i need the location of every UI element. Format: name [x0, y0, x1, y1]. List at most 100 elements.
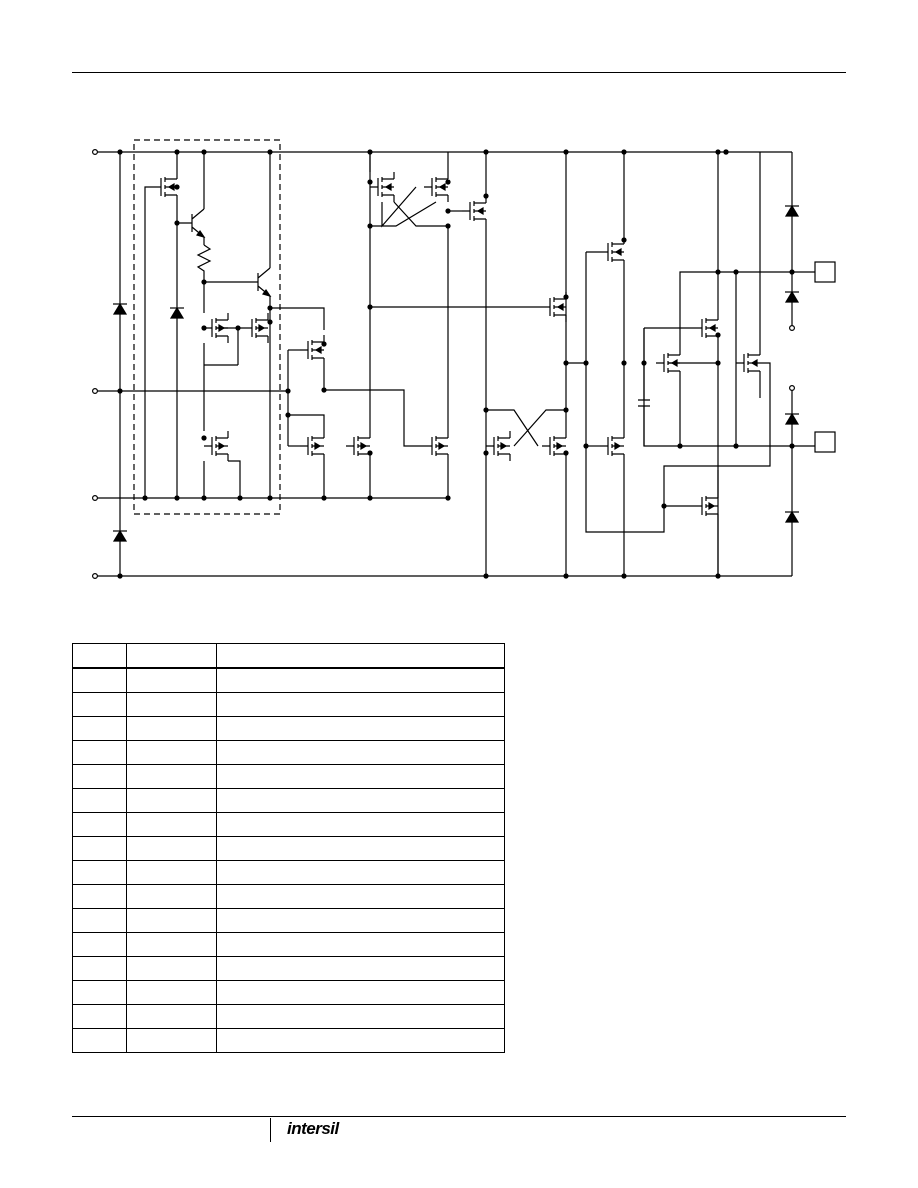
junction-dot — [715, 332, 721, 338]
junction-dot — [583, 443, 589, 449]
table-cell — [126, 716, 217, 741]
table-cell — [216, 1028, 505, 1053]
table-cell — [216, 667, 505, 693]
junction-dot — [267, 319, 273, 325]
header-rule — [72, 72, 846, 73]
table-row — [72, 1028, 505, 1053]
junction-dot — [267, 305, 273, 311]
output-pad — [814, 431, 836, 453]
table-cell — [216, 836, 505, 861]
terminal — [91, 572, 98, 579]
junction-dot — [445, 179, 451, 185]
table-header-cell — [126, 643, 217, 669]
junction-dot — [174, 495, 180, 501]
junction-dot — [142, 495, 148, 501]
junction-dot — [715, 360, 721, 366]
footer-divider — [270, 1118, 271, 1142]
pmos-transistor — [153, 172, 178, 202]
junction-dot — [563, 149, 569, 155]
table-row — [72, 908, 505, 933]
wire — [370, 186, 437, 228]
table-cell — [216, 932, 505, 957]
junction-dot — [117, 573, 123, 579]
table-row — [72, 1004, 505, 1029]
table-cell — [126, 788, 217, 813]
table-cell — [126, 1028, 217, 1053]
junction-dot — [621, 360, 627, 366]
wire — [485, 152, 487, 576]
junction-dot — [321, 495, 327, 501]
table-cell — [126, 740, 217, 765]
table-cell — [216, 692, 505, 717]
wire — [203, 365, 241, 498]
junction-dot — [367, 149, 373, 155]
table-cell — [126, 908, 217, 933]
pmos-transistor — [300, 335, 325, 365]
table-cell — [216, 740, 505, 765]
table-cell — [216, 716, 505, 741]
terminal — [788, 325, 795, 332]
junction-dot — [267, 495, 273, 501]
table-cell — [126, 932, 217, 957]
table-cell — [216, 788, 505, 813]
junction-dot — [715, 269, 721, 275]
junction-dot — [563, 450, 569, 456]
table-cell — [72, 1028, 127, 1053]
terminal — [788, 385, 795, 392]
table-cell — [126, 956, 217, 981]
table-row — [72, 860, 505, 885]
junction-dot — [723, 149, 729, 155]
zener-diode — [169, 306, 185, 319]
pmos-transistor — [694, 313, 719, 343]
table-cell — [72, 764, 127, 789]
table-cell — [126, 980, 217, 1005]
junction-dot — [235, 325, 241, 331]
nmos-transistor — [346, 431, 371, 461]
terminal — [91, 388, 98, 395]
diode — [784, 510, 800, 523]
junctions — [117, 149, 795, 579]
diode — [784, 412, 800, 425]
junction-dot — [321, 387, 327, 393]
table-row — [72, 716, 505, 741]
table-cell — [216, 956, 505, 981]
wire — [663, 362, 771, 506]
table-row — [72, 956, 505, 981]
junction-dot — [563, 360, 569, 366]
table-cell — [72, 908, 127, 933]
junction-dot — [715, 573, 721, 579]
junction-dot — [445, 208, 451, 214]
junction-dot — [201, 325, 207, 331]
junction-dot — [367, 495, 373, 501]
footer-rule — [72, 1116, 846, 1117]
nmos-transistor — [244, 313, 269, 343]
resistor — [196, 244, 212, 282]
table-cell — [126, 884, 217, 909]
junction-dot — [445, 495, 451, 501]
junction-dot — [201, 495, 207, 501]
junction-dot — [367, 223, 373, 229]
table-row — [72, 812, 505, 837]
table-row — [72, 980, 505, 1005]
wire — [369, 461, 449, 498]
junction-dot — [563, 294, 569, 300]
wires — [95, 151, 815, 577]
nmos-transistor — [204, 313, 229, 343]
junction-dot — [367, 304, 373, 310]
table-cell — [216, 884, 505, 909]
junction-dot — [201, 435, 207, 441]
output-pad — [814, 261, 836, 283]
table-header-cell — [72, 643, 127, 669]
pmos-transistor — [370, 172, 395, 202]
junction-dot — [621, 149, 627, 155]
nmos-transistor — [694, 491, 719, 521]
table-cell — [72, 740, 127, 765]
junction-dot — [677, 443, 683, 449]
junction-dot — [733, 269, 739, 275]
junction-dot — [715, 149, 721, 155]
wire — [585, 251, 600, 363]
nmos-transistor — [486, 431, 511, 461]
pmos-transistor — [542, 292, 567, 322]
nmos-transistor — [424, 431, 449, 461]
schematic-diagram — [91, 139, 836, 579]
